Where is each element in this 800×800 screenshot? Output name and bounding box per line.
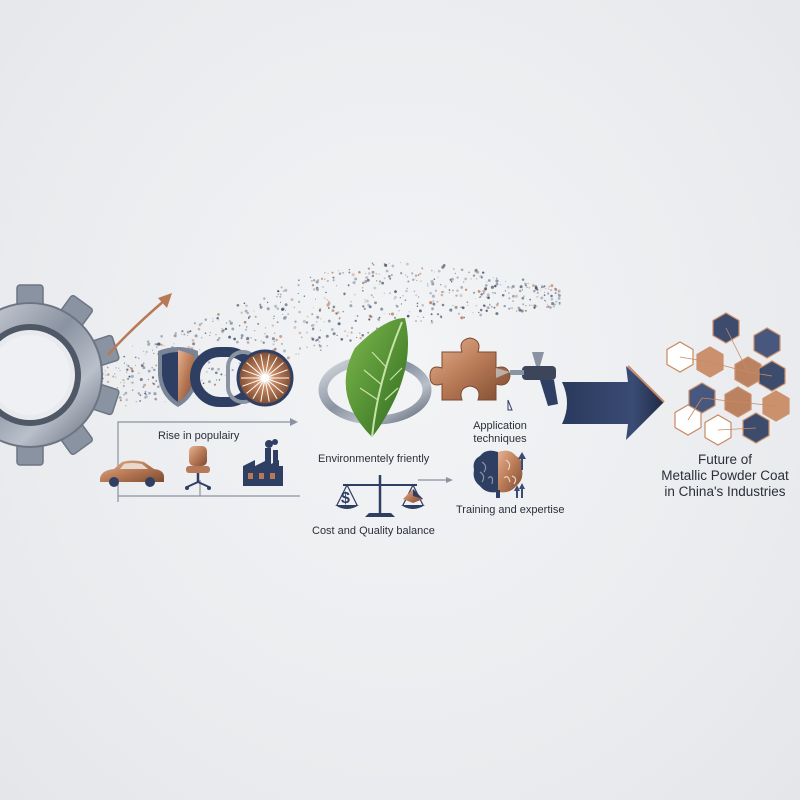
balance-scale-icon [335,475,425,517]
hand-cursor-icon [507,399,513,411]
svg-text:$: $ [341,490,350,507]
future-line-2: Metallic Powder Coat [661,468,789,483]
factory-icon [243,439,283,486]
spray-gun-icon [496,352,558,406]
future-title: Future of Metallic Powder Coat in China'… [640,452,800,500]
office-chair-icon [185,446,211,490]
cost-quality-balance-label: Cost and Quality balance [312,525,435,537]
shield-icon [158,347,198,407]
rise-in-popularity-label: Rise in populairy [158,430,240,442]
puzzle-piece-icon [429,337,511,401]
trend-arrow-icon [107,293,172,356]
environmentally-friendly-label: Environmentely friently [318,453,430,465]
future-line-3: in China's Industries [664,484,786,499]
leaf-icon [318,318,432,438]
big-arrow-icon [562,365,665,440]
growth-arrows-icon [514,452,526,498]
brain-icon [473,450,523,498]
dollar-icon: $ [341,490,350,507]
burst-disc-icon [236,349,294,407]
application-techniques-label: Application techniques [462,420,538,446]
application-line-1: Application [473,420,527,432]
hexagon-network-icon [666,312,790,446]
gear-icon [0,284,120,466]
future-line-1: Future of [697,452,753,467]
training-expertise-label: Training and expertise [456,504,565,516]
application-line-2: techniques [473,433,527,445]
car-icon [100,460,164,487]
